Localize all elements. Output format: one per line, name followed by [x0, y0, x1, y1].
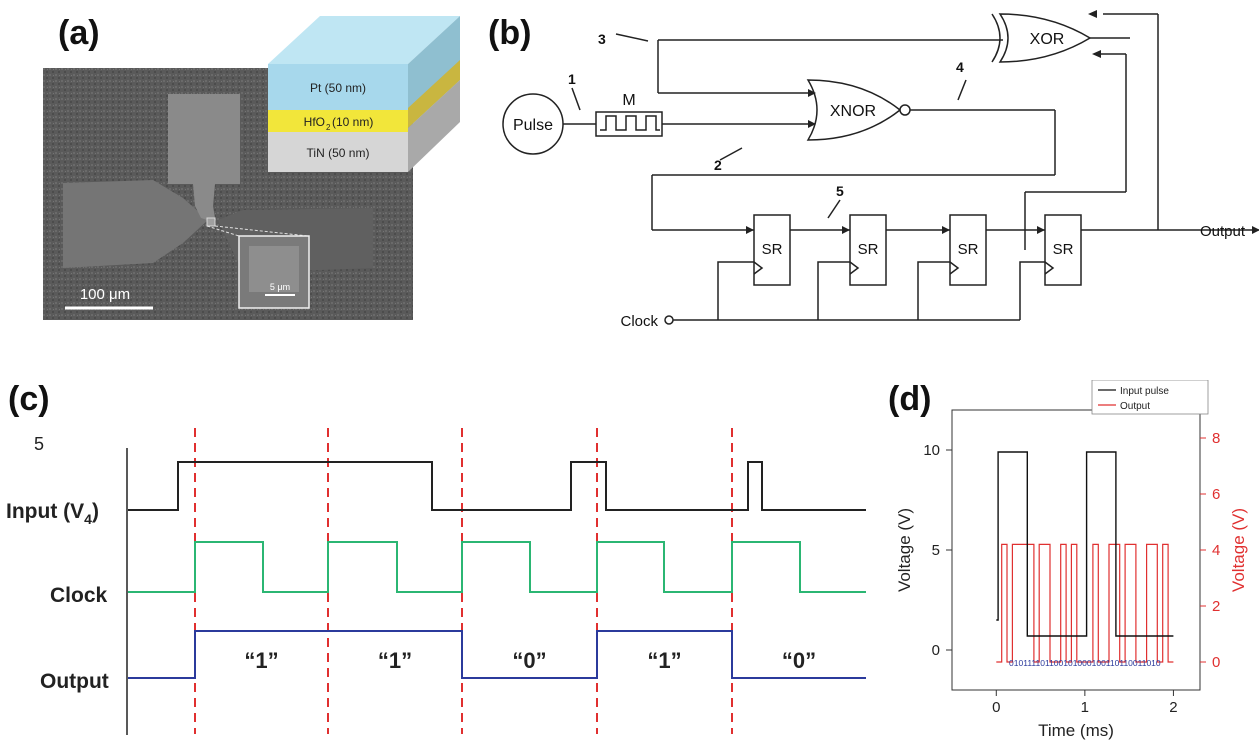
x-axis-label: Time (ms) [1038, 721, 1114, 740]
hfo-text: HfO [304, 115, 325, 129]
panel-c-label: (c) [8, 380, 50, 418]
panel-d-label: (d) [888, 380, 932, 418]
bit-label-4: “1” [647, 648, 681, 673]
y-left-tick-5: 5 [932, 542, 940, 559]
sr-label-2: SR [858, 241, 879, 258]
series-output [996, 543, 1174, 663]
bit-string: 010111101100101000100110110011010 [1009, 658, 1161, 668]
device-stack: Pt (50 nm) HfO 2 (10 nm) TiN (50 nm) [268, 16, 460, 172]
y-left-tick-10: 10 [923, 442, 940, 459]
xnor-gate [806, 79, 902, 141]
timing-corner-number: 5 [34, 434, 44, 454]
sr-label-1: SR [762, 241, 783, 258]
output-waveform [128, 630, 866, 679]
panel-b-label: (b) [488, 14, 532, 52]
shift-register-3 [949, 214, 987, 286]
node-5: 5 [836, 183, 844, 199]
clock-label: Clock [620, 313, 658, 330]
bit-label-2: “1” [378, 648, 412, 673]
bit-label-1: “1” [244, 648, 278, 673]
legend-output: Output [1120, 401, 1150, 412]
x-tick-0: 0 [992, 699, 1000, 716]
x-tick-2: 2 [1169, 699, 1177, 716]
pt-layer [268, 64, 408, 110]
y-axis-label-left: Voltage (V) [895, 508, 914, 592]
input-waveform [128, 461, 866, 511]
y-right-tick-6: 6 [1212, 486, 1220, 503]
tin-layer-label: TiN (50 nm) [307, 146, 370, 160]
shift-register-4 [1044, 214, 1082, 286]
xnor-label: XNOR [830, 103, 876, 120]
node-2: 2 [714, 157, 722, 173]
xnor-inverter-bubble [899, 104, 911, 116]
bottom-electrode [63, 180, 208, 268]
node-4: 4 [956, 59, 964, 75]
y-right-tick-8: 8 [1212, 430, 1220, 447]
x-tick-1: 1 [1081, 699, 1089, 716]
row-label-output: Output [40, 670, 109, 693]
main-scale-label: 100 μm [80, 286, 130, 303]
sr-label-3: SR [958, 241, 979, 258]
hfo2-layer-label: HfO [304, 115, 325, 129]
xor-gate [998, 13, 1092, 63]
memristor-label: M [622, 92, 635, 109]
clock-input-terminal [664, 315, 674, 325]
clock-waveform [128, 541, 866, 593]
top-pad [168, 94, 240, 184]
node-1: 1 [568, 71, 576, 87]
shift-register-2 [849, 214, 887, 286]
y-left-tick-0: 0 [932, 642, 940, 659]
pulse-label: Pulse [513, 117, 553, 134]
voltage-chart: 0 1 2 0 5 10 0 2 4 6 8 Time (ms) Voltage (V) Volta… [895, 380, 1248, 740]
hfo2-layer [268, 110, 408, 132]
panel-a-label: (a) [58, 14, 100, 52]
clock-edge-dividers [194, 428, 733, 734]
timing-diagram: 5 Input (V4) Clock Output “1” “1” “0” “1” “0… [6, 428, 866, 735]
sr-label-4: SR [1053, 241, 1074, 258]
pt-layer-label: Pt (50 nm) [310, 81, 366, 95]
row-label-clock: Clock [50, 584, 108, 607]
y-axis-label-right: Voltage (V) [1229, 508, 1248, 592]
bit-label-3: “0” [512, 648, 546, 673]
output-label: Output [1200, 223, 1246, 240]
logic-circuit: Pulse M XNOR XOR SR SR SR SR Clock Outpu… [502, 10, 1259, 330]
inset-scale-label: 5 μm [270, 282, 290, 292]
output-arrow [1252, 226, 1259, 234]
shift-register-1 [753, 214, 791, 286]
bit-label-5: “0” [782, 648, 816, 673]
hfo2-subscript: 2 [326, 123, 331, 132]
tin-layer [268, 132, 408, 172]
node-3: 3 [598, 31, 606, 47]
xor-label: XOR [1030, 31, 1065, 48]
series-input-pulse [996, 451, 1174, 637]
row-label-input: Input (V4) [6, 500, 99, 527]
hfo2-thickness: (10 nm) [332, 115, 373, 129]
y-right-tick-0: 0 [1212, 654, 1220, 671]
y-right-tick-2: 2 [1212, 598, 1220, 615]
legend-input-pulse: Input pulse [1120, 386, 1169, 397]
y-right-tick-4: 4 [1212, 542, 1220, 559]
legend: Input pulse Output [1091, 380, 1209, 415]
